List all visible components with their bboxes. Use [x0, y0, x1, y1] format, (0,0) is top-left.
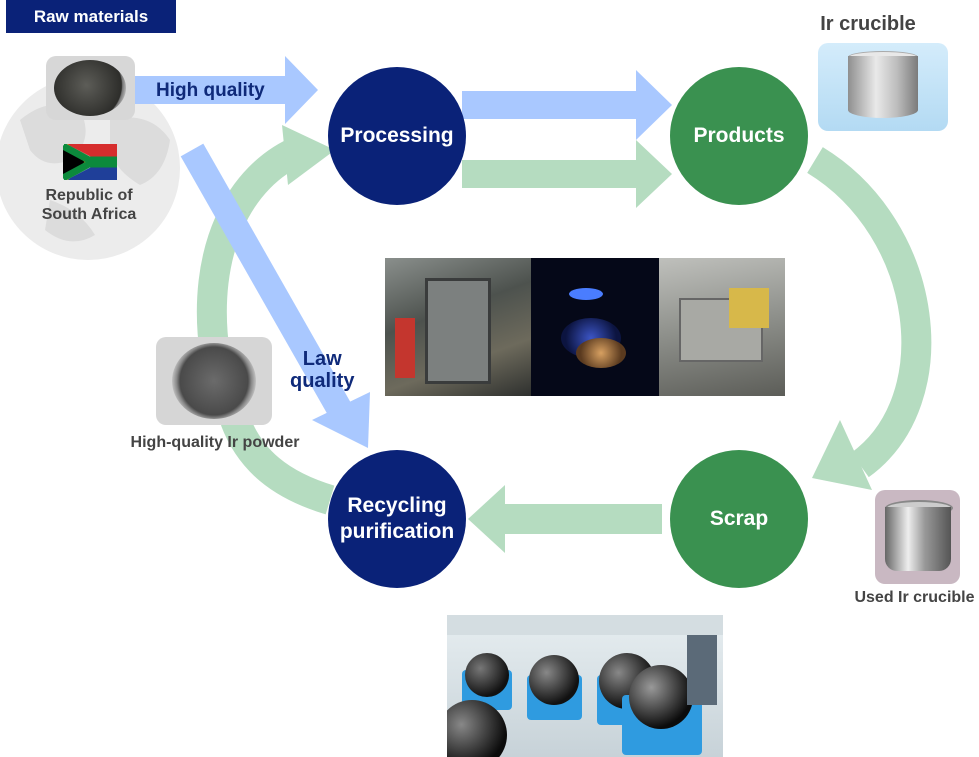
used-ir-crucible-photo — [875, 490, 960, 584]
scrap-node: Scrap — [670, 450, 808, 588]
green-loop-bottom-arrow — [220, 414, 335, 515]
green-loop-right-arrow — [806, 147, 932, 478]
green-loop-left-head — [282, 125, 335, 185]
raw-ore-photo — [46, 56, 135, 120]
blue-process-arrow-shaft — [462, 91, 642, 119]
green-scrap-arrow-shaft — [500, 504, 662, 534]
products-node: Products — [670, 67, 808, 205]
recycling-node: Recycling purification — [328, 450, 466, 588]
country-label: Republic of South Africa — [41, 187, 137, 223]
processing-equipment-photo — [385, 258, 785, 396]
ir-powder-photo — [156, 337, 272, 425]
ir-crucible-photo — [818, 43, 948, 131]
green-process-arrow-shaft — [462, 160, 640, 188]
high-quality-arrow-head — [285, 56, 318, 124]
processing-node: Processing — [328, 67, 466, 205]
low-quality-arrow-head — [312, 392, 370, 448]
recycling-equipment-photo — [447, 615, 723, 757]
ir-powder-label: High-quality Ir powder — [130, 434, 300, 451]
green-process-arrow-head — [636, 140, 672, 208]
low-quality-arrow-shaft — [180, 143, 352, 417]
green-loop-right-head — [812, 420, 872, 490]
used-ir-crucible-label: Used Ir crucible — [854, 589, 975, 606]
high-quality-arrow-shaft — [135, 76, 290, 104]
south-africa-flag-icon — [63, 144, 117, 180]
ir-crucible-label: Ir crucible — [820, 13, 916, 35]
green-scrap-arrow-head — [468, 485, 505, 553]
low-quality-label: Law quality — [290, 348, 355, 392]
high-quality-label: High quality — [156, 80, 265, 101]
blue-process-arrow-head — [636, 70, 672, 140]
raw-materials-tag: Raw materials — [6, 0, 176, 33]
